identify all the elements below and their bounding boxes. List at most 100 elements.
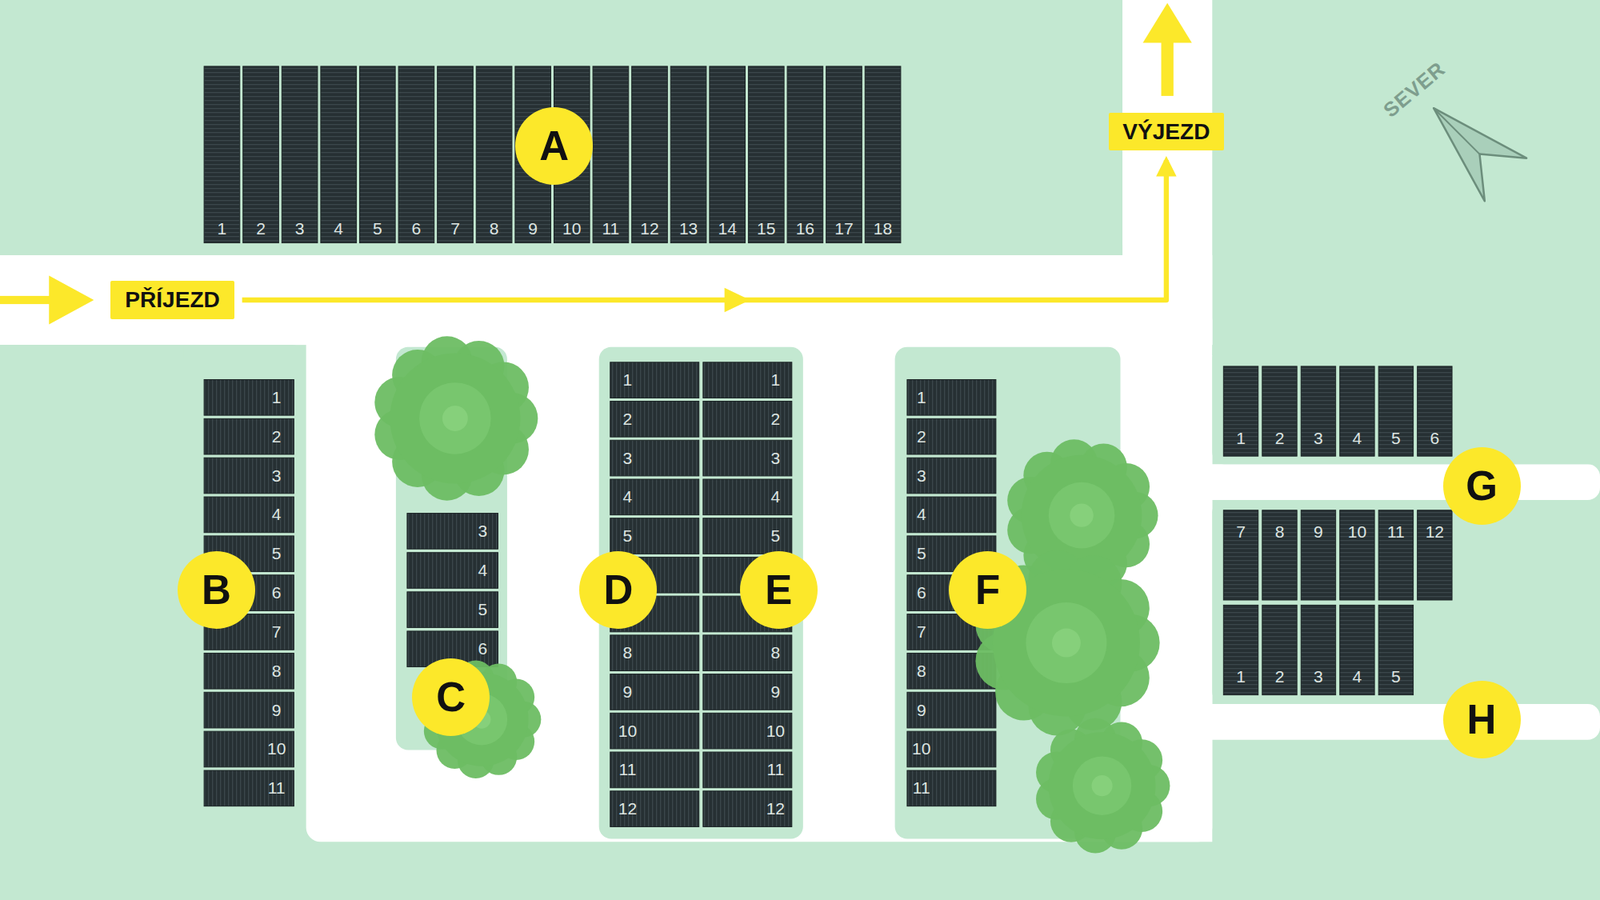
slot-number: 7 xyxy=(1236,522,1246,542)
parking-slot xyxy=(787,66,824,244)
slot-number: 1 xyxy=(1236,428,1246,448)
grass-island xyxy=(0,244,1123,256)
slot-number: 11 xyxy=(619,760,637,780)
direction-sign: PŘÍJEZD xyxy=(110,280,234,319)
parking-slot xyxy=(1262,510,1297,600)
compass-arrow-body xyxy=(1433,108,1527,201)
parking-slot xyxy=(703,362,792,399)
parking-slot xyxy=(1340,366,1375,456)
grass-island xyxy=(1212,344,1600,464)
slot-number: 10 xyxy=(766,721,785,741)
parking-slot xyxy=(1340,604,1375,695)
slot-number: 8 xyxy=(623,643,633,663)
section-letter: A xyxy=(539,122,569,170)
slot-number: 5 xyxy=(1391,667,1401,687)
section-letter: B xyxy=(201,566,232,614)
slot-number: 3 xyxy=(477,521,488,541)
section-marker: B xyxy=(177,551,256,629)
slot-number: 1 xyxy=(272,388,282,408)
section-marker: A xyxy=(515,107,593,185)
slot-number: 2 xyxy=(623,409,633,429)
slot-number: 3 xyxy=(272,466,282,486)
parking-slot xyxy=(703,712,792,749)
slot-number: 11 xyxy=(912,778,931,798)
tree xyxy=(374,336,538,500)
parking-slot xyxy=(204,379,294,416)
slot-number: 11 xyxy=(1387,522,1405,542)
parking-slot xyxy=(204,731,294,768)
slot-number: 8 xyxy=(916,661,927,681)
slot-number: 18 xyxy=(873,219,892,239)
direction-sign: VÝJEZD xyxy=(1108,112,1225,151)
slot-number: 7 xyxy=(272,622,282,642)
parking-slot xyxy=(610,635,700,672)
parking-slot xyxy=(610,752,700,788)
slot-number: 3 xyxy=(1313,428,1324,448)
section-letter: G xyxy=(1465,462,1498,510)
slot-number: 8 xyxy=(771,643,781,663)
slot-number: 1 xyxy=(771,370,781,390)
slot-number: 6 xyxy=(412,219,422,239)
slot-number: 9 xyxy=(623,682,633,702)
parking-slot xyxy=(204,418,294,455)
section-letter: F xyxy=(975,566,1000,614)
parking-slot xyxy=(398,66,435,244)
tree-core xyxy=(442,405,468,432)
slot-number: 7 xyxy=(450,219,460,239)
slot-number: 15 xyxy=(756,219,776,239)
parking-slot xyxy=(610,791,700,828)
slot-number: 12 xyxy=(618,799,637,819)
slot-number: 3 xyxy=(916,466,927,486)
slot-number: 8 xyxy=(1275,522,1285,542)
grass-island xyxy=(0,344,304,900)
slot-number: 9 xyxy=(528,219,538,239)
parking-slot xyxy=(1223,366,1258,456)
parking-slot xyxy=(1417,510,1452,600)
parking-slot xyxy=(1378,604,1413,695)
slot-number: 10 xyxy=(267,739,286,759)
parking-slot xyxy=(907,770,996,807)
slot-number: 7 xyxy=(916,622,927,642)
parking-slot xyxy=(748,66,784,244)
grass-island xyxy=(599,347,804,840)
grass-island xyxy=(1212,344,1600,356)
parking-slot xyxy=(610,518,700,555)
slot-number: 14 xyxy=(717,219,736,239)
parking-slot xyxy=(592,66,629,244)
slot-number: 5 xyxy=(477,600,488,620)
section-marker: D xyxy=(579,551,657,629)
parking-slot xyxy=(204,652,294,689)
parking-slot xyxy=(476,66,512,244)
slot-number: 8 xyxy=(272,661,282,681)
parking-slot xyxy=(907,692,996,728)
slot-number: 5 xyxy=(1391,428,1401,448)
parking-slot xyxy=(204,496,294,533)
slot-number: 4 xyxy=(771,487,781,507)
slot-number: 4 xyxy=(916,504,927,524)
tree-core xyxy=(1052,628,1081,658)
parking-slot xyxy=(610,674,700,711)
section-marker: H xyxy=(1443,680,1521,759)
parking-slot xyxy=(320,66,357,244)
slot-number: 4 xyxy=(272,504,282,524)
slot-number: 6 xyxy=(477,639,488,659)
parking-slot xyxy=(826,66,863,244)
parking-slot xyxy=(907,379,996,416)
section-marker: F xyxy=(948,551,1027,629)
tree xyxy=(1036,718,1170,854)
slot-number: 1 xyxy=(623,370,633,390)
parking-slot xyxy=(907,496,996,533)
slot-number: 6 xyxy=(1430,428,1440,448)
parking-slot xyxy=(1417,366,1452,456)
parking-slots xyxy=(204,66,1452,828)
slot-number: 2 xyxy=(256,219,266,239)
parking-slot xyxy=(632,66,668,244)
grass-island xyxy=(0,344,184,357)
slot-number: 10 xyxy=(618,721,637,741)
parking-slot xyxy=(204,692,294,728)
slot-number: 2 xyxy=(272,427,282,447)
slot-number: 3 xyxy=(771,448,781,468)
slot-number: 5 xyxy=(272,544,282,564)
parking-slot xyxy=(1262,604,1297,695)
